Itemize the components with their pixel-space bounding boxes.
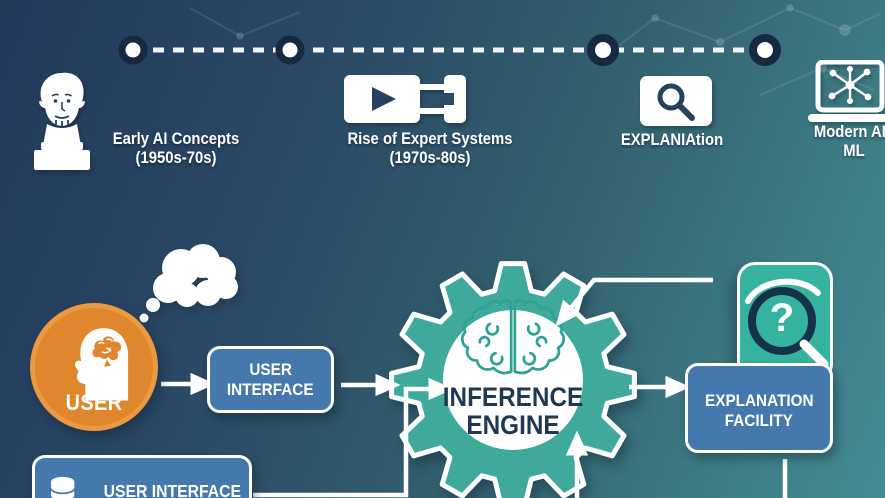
timeline-node <box>118 34 781 66</box>
explanation-facility-line1: EXPLANATION <box>704 391 814 410</box>
arrow-knowledge-to-engine <box>253 377 454 498</box>
user-head-icon <box>75 328 129 401</box>
user-interface-line1: USER <box>249 359 292 379</box>
knowledge-base-label: USER INTERFACE <box>103 481 242 498</box>
inference-engine-label: INFERENCE ENGINE <box>423 383 603 439</box>
inference-engine-line2: ENGINE <box>466 410 560 440</box>
explanation-facility-line2: FACILITY <box>724 411 794 430</box>
timeline-label-line2: (1950s-70s) <box>135 149 217 167</box>
timeline-label-line1: Modern AI / <box>813 123 885 141</box>
timeline-label-line2: ML <box>843 142 865 160</box>
flow-connectors <box>161 277 788 498</box>
inference-engine-line1: INFERENCE <box>442 382 584 412</box>
explanation-facility-box: EXPLANATION FACILITY <box>685 363 833 453</box>
timeline-label-modern-ai: Modern AI / ML <box>802 123 885 161</box>
inference-engine-gear <box>389 261 637 498</box>
arrow-facility-to-engine <box>555 277 713 327</box>
timeline-label-expert-systems: Rise of Expert Systems (1970s-80s) <box>335 130 525 168</box>
user-interface-box: USER INTERFACE <box>207 346 334 413</box>
timeline-label-explanation: EXPLANIAtion <box>602 131 742 150</box>
user-interface-line2: INTERFACE <box>227 379 314 399</box>
user-node: USER <box>30 303 158 431</box>
timeline-label-early-ai: Early AI Concepts (1950s-70s) <box>96 130 256 168</box>
magnifier-card-icon <box>640 76 712 126</box>
philosopher-bust-icon <box>34 72 90 170</box>
brain-icon <box>460 299 566 375</box>
laptop-network-icon <box>808 60 885 122</box>
question-magnifier-icon: ? <box>745 278 829 369</box>
question-glyph: ? <box>770 296 794 340</box>
user-label: USER <box>65 390 123 415</box>
timeline-label-line2: (1970s-80s) <box>389 149 471 167</box>
timeline-track <box>118 34 781 66</box>
timeline-label-line1: EXPLANIAtion <box>620 131 724 149</box>
explanation-facility-chip: ? <box>737 262 833 382</box>
thought-bubble <box>139 244 238 323</box>
database-icon <box>50 476 76 498</box>
timeline-label-line1: Early AI Concepts <box>112 130 240 148</box>
timeline-label-line1: Rise of Expert Systems <box>347 130 513 148</box>
constellation-pattern <box>189 4 881 96</box>
knowledge-base-box: USER INTERFACE <box>32 455 252 498</box>
expert-systems-icon <box>344 75 466 123</box>
